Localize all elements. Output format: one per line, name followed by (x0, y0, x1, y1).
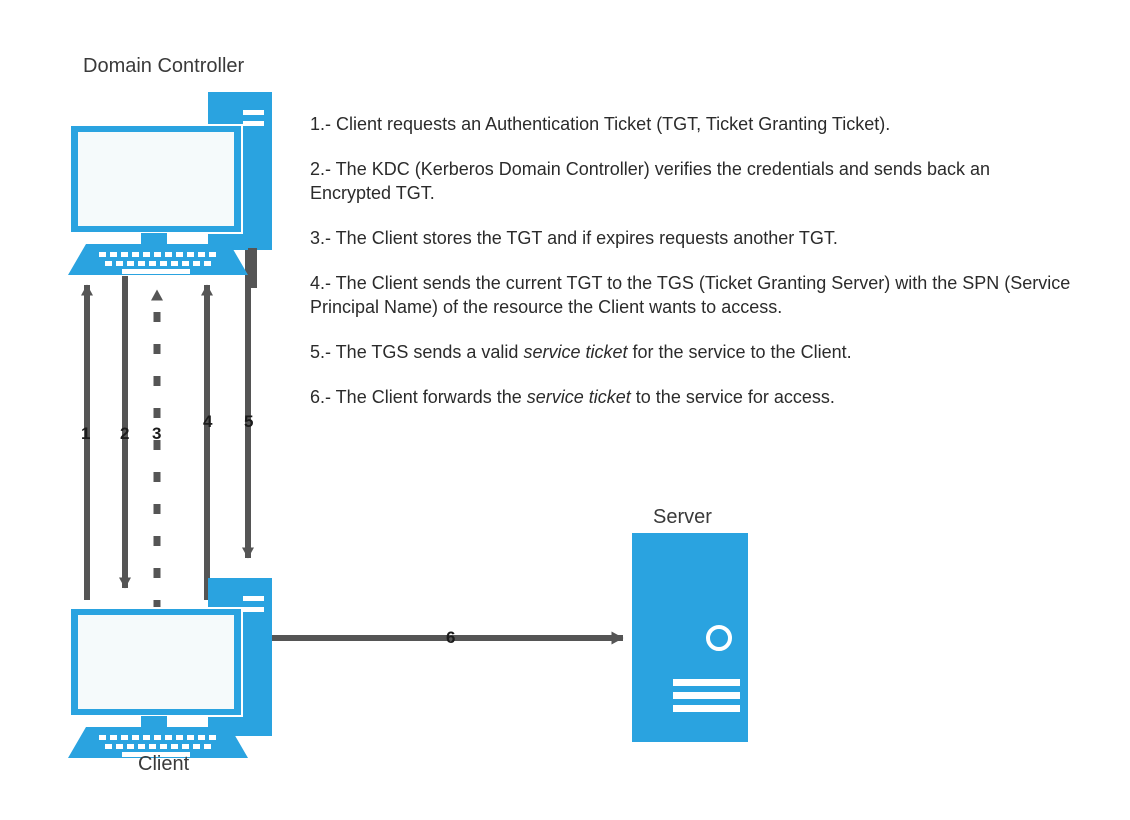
dc-keyboard-spacebar (122, 269, 190, 274)
step-item-3: 3.- The Client stores the TGT and if exp… (310, 228, 838, 248)
step-item-2: 2.- The KDC (Kerberos Domain Controller)… (310, 159, 990, 203)
server-vent-1 (673, 679, 740, 686)
server-label: Server (653, 506, 712, 528)
dc-keyboard-keys (99, 252, 216, 274)
dc-monitor-neck (141, 233, 167, 246)
client-tower-slot-top (243, 596, 264, 601)
flow-label-6: 6 (446, 628, 456, 647)
server-vent-2 (673, 692, 740, 699)
flow-label-3: 3 (152, 424, 162, 443)
client-keyboard-keys (99, 735, 216, 757)
flow-label-1: 1 (81, 424, 91, 443)
client-monitor-screen (78, 615, 234, 709)
step-item-5: 5.- The TGS sends a valid service ticket… (310, 342, 852, 362)
client-tower-slot-bottom (243, 607, 264, 612)
flow-label-5: 5 (244, 412, 254, 431)
dc-monitor-screen (78, 132, 234, 226)
server-node (632, 533, 748, 742)
client-keyboard (68, 727, 248, 758)
dc-tower-leg (248, 248, 257, 288)
flow-label-4: 4 (203, 412, 213, 431)
dc-tower-slot-bottom (243, 121, 264, 126)
step-item-1: 1.- Client requests an Authentication Ti… (310, 114, 891, 134)
step-item-4: 4.- The Client sends the current TGT to … (310, 273, 1071, 317)
flow-label-2: 2 (120, 424, 130, 443)
domain-controller-node (68, 92, 272, 288)
dc-tower-slot-top (243, 110, 264, 115)
server-vent-3 (673, 705, 740, 712)
domain-controller-label: Domain Controller (83, 55, 245, 77)
server-power-icon (706, 625, 732, 651)
dc-keyboard (68, 244, 248, 275)
steps-panel: 1.- Client requests an Authentication Ti… (310, 112, 1080, 430)
client-node (68, 578, 272, 758)
client-label: Client (138, 753, 190, 775)
step-item-6: 6.- The Client forwards the service tick… (310, 387, 835, 407)
client-monitor-neck (141, 716, 167, 729)
client-keyboard-spacebar (122, 752, 190, 757)
